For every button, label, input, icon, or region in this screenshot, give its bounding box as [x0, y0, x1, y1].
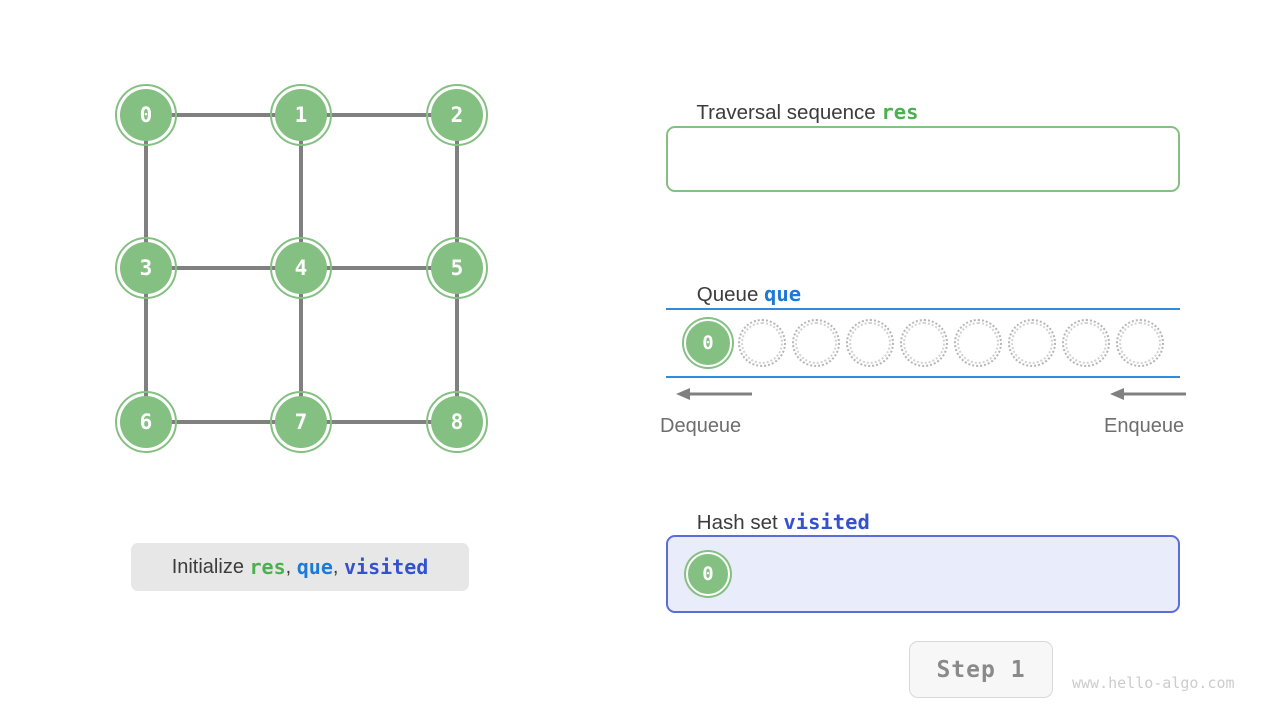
arrow-left-icon: [676, 388, 752, 400]
res-title-prefix: Traversal sequence: [696, 101, 882, 124]
visited-container: 0: [666, 535, 1180, 613]
graph-diagram: 0 1 2 3 4 5 6 7 8: [115, 84, 488, 453]
graph-node-ring: [115, 391, 177, 453]
graph-node-body: [431, 242, 483, 294]
queue-empty-slot: [846, 319, 894, 367]
graph-node-6[interactable]: 6: [115, 391, 177, 453]
graph-node-body: [120, 242, 172, 294]
graph-node-label: 7: [295, 410, 308, 434]
graph-node-2[interactable]: 2: [426, 84, 488, 146]
caption-var-visited: visited: [344, 555, 429, 579]
caption-sep-2: ,: [332, 555, 344, 578]
enqueue-arrow-wrap: [1108, 383, 1188, 405]
graph-node-body: [120, 89, 172, 141]
graph-node-label: 8: [451, 410, 464, 434]
graph-node-body: [275, 89, 327, 141]
queue-empty-slot: [738, 319, 786, 367]
graph-node-label: 4: [295, 256, 308, 280]
state-panel: Traversal sequence res Queue que 0 Deque…: [660, 0, 1280, 720]
visited-title-prefix: Hash set: [696, 511, 784, 534]
graph-node-label: 6: [140, 410, 153, 434]
graph-panel: 0 1 2 3 4 5 6 7 8 Initialize res, que, visited: [0, 0, 620, 720]
graph-node-8[interactable]: 8: [426, 391, 488, 453]
graph-node-3[interactable]: 3: [115, 237, 177, 299]
res-section-title: Traversal sequence res: [674, 76, 918, 149]
graph-node-body: [275, 242, 327, 294]
graph-node-ring: [426, 84, 488, 146]
graph-node-label: 0: [140, 103, 153, 127]
graph-node-ring: [426, 237, 488, 299]
graph-node-body: [431, 396, 483, 448]
graph-node-4[interactable]: 4: [270, 237, 332, 299]
graph-node-0[interactable]: 0: [115, 84, 177, 146]
queue-section-title: Queue que: [674, 258, 801, 331]
res-container: [666, 126, 1180, 192]
visited-item: 0: [686, 552, 730, 596]
queue-empty-slot: [1116, 319, 1164, 367]
arrow-left-icon: [1110, 388, 1186, 400]
dequeue-label: Dequeue: [660, 415, 742, 437]
visited-title-var: visited: [783, 510, 870, 534]
queue-item: 0: [684, 319, 732, 367]
caption-sep-1: ,: [285, 555, 297, 578]
graph-node-5[interactable]: 5: [426, 237, 488, 299]
queue-empty-slot: [954, 319, 1002, 367]
dequeue-arrow-wrap: [674, 383, 754, 405]
graph-node-7[interactable]: 7: [270, 391, 332, 453]
graph-node-body: [431, 89, 483, 141]
queue-empty-slot: [1008, 319, 1056, 367]
queue-title-prefix: Queue: [696, 283, 765, 306]
queue-container: 0: [666, 308, 1180, 378]
step-badge: Step 1: [909, 641, 1053, 698]
graph-node-body: [120, 396, 172, 448]
queue-empty-slot: [900, 319, 948, 367]
graph-node-ring: [115, 84, 177, 146]
graph-node-label: 1: [295, 103, 308, 127]
visited-section-title: Hash set visited: [674, 486, 870, 559]
caption-prefix: Initialize: [171, 555, 250, 578]
graph-node-label: 3: [140, 256, 153, 280]
caption-var-res: res: [249, 555, 286, 579]
graph-node-label: 2: [451, 103, 464, 127]
graph-node-ring: [115, 237, 177, 299]
res-title-var: res: [881, 100, 919, 124]
graph-node-ring: [270, 391, 332, 453]
queue-empty-slot: [792, 319, 840, 367]
watermark: www.hello-algo.com: [1072, 674, 1235, 692]
queue-title-var: que: [764, 282, 802, 306]
graph-node-ring: [270, 84, 332, 146]
graph-node-label: 5: [451, 256, 464, 280]
graph-node-ring: [270, 237, 332, 299]
queue-empty-slot: [1062, 319, 1110, 367]
enqueue-label: Enqueue: [1104, 415, 1185, 437]
caption-var-que: que: [296, 555, 333, 579]
graph-node-1[interactable]: 1: [270, 84, 332, 146]
graph-node-body: [275, 396, 327, 448]
queue-slot-list: 0: [684, 310, 1164, 376]
caption-pill: Initialize res, que, visited: [131, 543, 469, 591]
graph-node-ring: [426, 391, 488, 453]
